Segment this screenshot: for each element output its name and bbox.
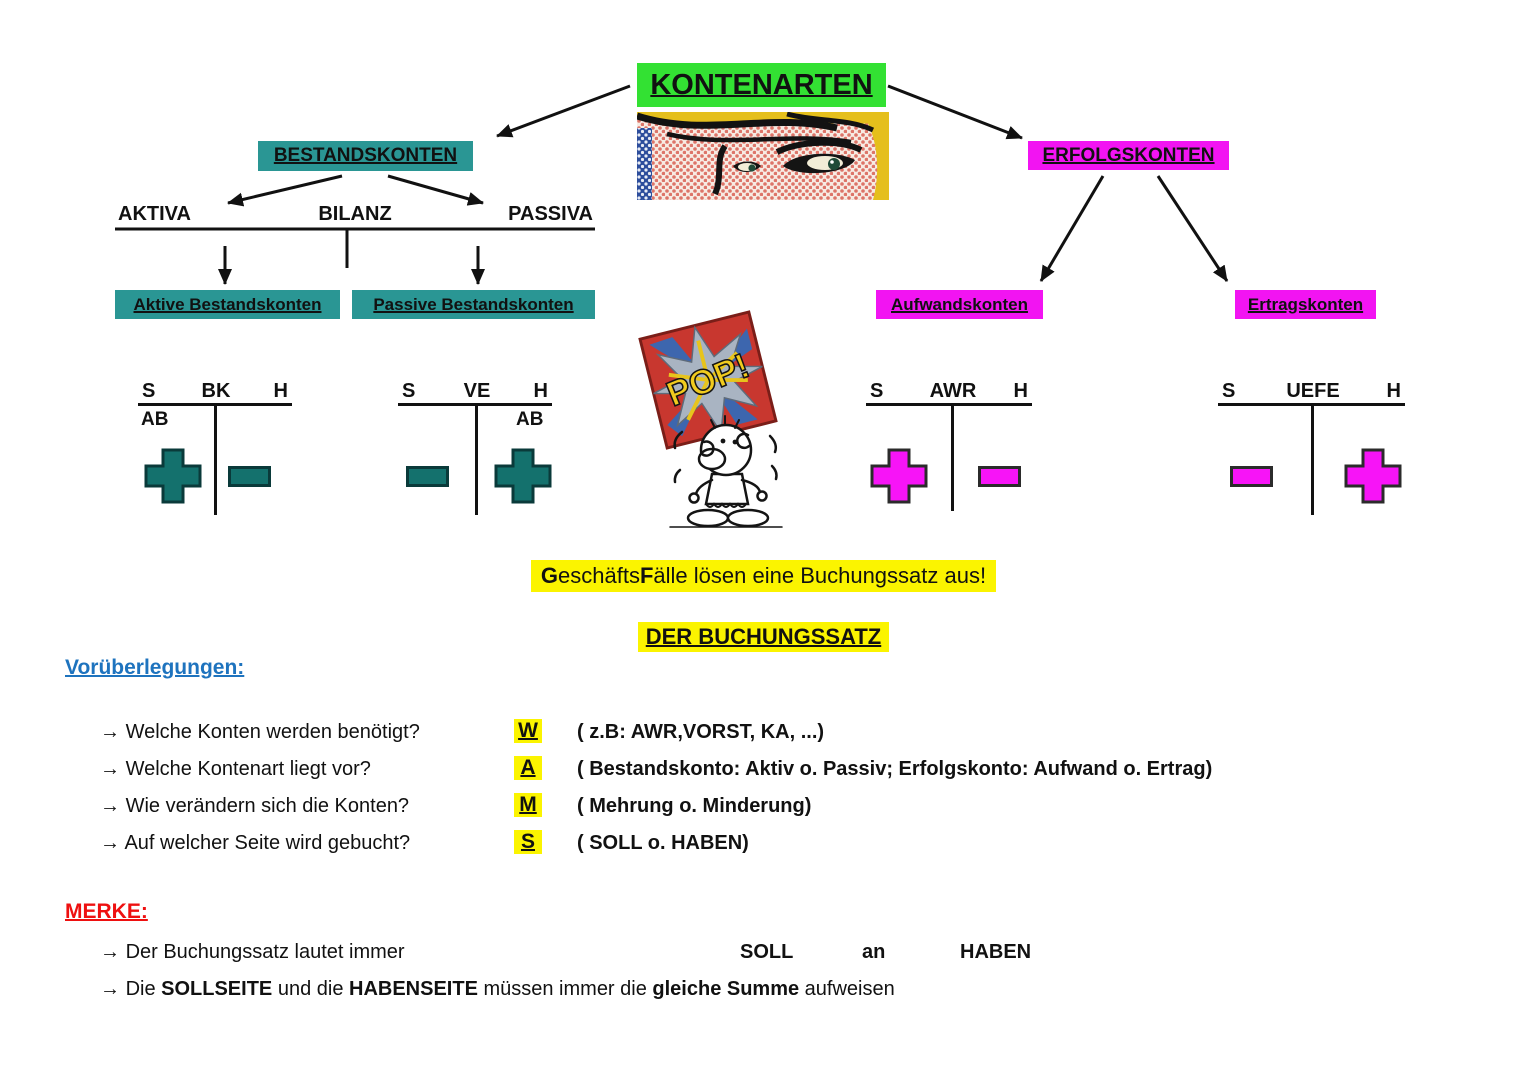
question-label: Welche Konten werden benötigt? bbox=[125, 721, 420, 743]
an-word: an bbox=[862, 941, 886, 963]
question-label: Wie verändern sich die Konten? bbox=[125, 795, 410, 817]
question-text: → Wie verändern sich die Konten? bbox=[100, 795, 409, 818]
t-line-vertical bbox=[214, 403, 217, 515]
arrow-bullet: → bbox=[100, 941, 120, 963]
haben-word: HABEN bbox=[960, 941, 1032, 963]
merke-part: aufweisen bbox=[799, 978, 895, 1000]
t-account-header: S VE H bbox=[398, 380, 552, 404]
question-text: → Welche Konten werden benötigt? bbox=[100, 721, 420, 744]
plus-sign-icon bbox=[1344, 448, 1402, 504]
vorueberlegung-item-2: → Welche Kontenart liegt vor? A ( Bestan… bbox=[0, 756, 1527, 786]
minus-sign-icon bbox=[978, 466, 1021, 487]
pop-burst-image: POP! bbox=[638, 310, 779, 451]
node-aufwandskonten: Aufwandskonten bbox=[876, 290, 1043, 319]
question-text: → Welche Kontenart liegt vor? bbox=[100, 758, 371, 781]
question-label: Welche Kontenart liegt vor? bbox=[125, 758, 371, 780]
haben-label: H bbox=[1386, 380, 1401, 402]
vorueberlegung-item-1: → Welche Konten werden benötigt? W ( z.B… bbox=[0, 719, 1527, 749]
connector-arrows bbox=[115, 84, 1229, 285]
hint-text: ( Mehrung o. Minderung) bbox=[577, 795, 812, 817]
t-account-header: S BK H bbox=[138, 380, 292, 404]
node-ertragskonten: Ertragskonten bbox=[1235, 290, 1376, 319]
t-line-horizontal bbox=[866, 403, 1032, 406]
vorueberlegung-item-4: → Auf welcher Seite wird gebucht? S ( SO… bbox=[0, 830, 1527, 860]
account-name: AWR bbox=[929, 380, 977, 402]
plus-sign-icon bbox=[870, 448, 928, 504]
soll-label: S bbox=[142, 380, 156, 402]
node-aktive-bestandskonten: Aktive Bestandskonten bbox=[115, 290, 340, 319]
label-aktiva: AKTIVA bbox=[118, 203, 191, 225]
t-line-vertical bbox=[951, 403, 954, 511]
mnemonic-letter-a: A bbox=[514, 756, 542, 780]
ab-label: AB bbox=[141, 409, 169, 430]
heading-merke: MERKE: bbox=[65, 900, 148, 923]
soll-label: S bbox=[870, 380, 884, 402]
hint-text: ( z.B: AWR,VORST, KA, ...) bbox=[577, 721, 825, 743]
t-account-uefe: S UEFE H bbox=[1218, 380, 1405, 520]
banner-part: älle lösen eine Buchungssatz aus! bbox=[653, 563, 987, 588]
merke-line1-label: Der Buchungssatz lautet immer bbox=[125, 941, 405, 963]
t-account-header: S UEFE H bbox=[1218, 380, 1405, 404]
haben-label: H bbox=[533, 380, 548, 402]
cartoon-character-image bbox=[669, 415, 783, 528]
haben-label: H bbox=[1013, 380, 1028, 402]
merke-part: Die bbox=[125, 978, 162, 1000]
merke-part: müssen immer die bbox=[477, 978, 653, 1000]
label-bilanz: BILANZ bbox=[318, 203, 392, 225]
arrow-bullet: → bbox=[100, 795, 120, 817]
merke-part: SOLLSEITE bbox=[161, 978, 273, 1000]
mnemonic-letter-w: W bbox=[514, 719, 542, 743]
merke-part: und die bbox=[272, 978, 349, 1000]
node-bestandskonten: BESTANDSKONTEN bbox=[258, 141, 473, 171]
arrow-bullet: → bbox=[100, 721, 120, 743]
haben-label: H bbox=[273, 380, 288, 402]
t-account-awr: S AWR H bbox=[866, 380, 1032, 520]
arrow-bullet: → bbox=[100, 978, 120, 1000]
t-account-ve: S VE H AB bbox=[398, 380, 552, 520]
arrow-bullet: → bbox=[100, 758, 120, 780]
question-text: → Auf welcher Seite wird gebucht? bbox=[100, 832, 410, 855]
heading-vorueberlegungen: Vorüberlegungen: bbox=[65, 656, 245, 679]
mnemonic-letter-m: M bbox=[514, 793, 542, 817]
ab-label: AB bbox=[516, 409, 544, 430]
soll-label: S bbox=[1222, 380, 1236, 402]
mnemonic-letter-s: S bbox=[514, 830, 542, 854]
t-line-vertical bbox=[475, 403, 478, 515]
title-kontenarten: KONTENARTEN bbox=[637, 63, 886, 107]
merke-part: HABENSEITE bbox=[349, 978, 478, 1000]
t-line-vertical bbox=[1311, 403, 1314, 515]
account-name: BK bbox=[201, 380, 231, 402]
arrow-bullet: → bbox=[100, 832, 120, 854]
banner-geschaeftsfaelle: GeschäftsFälle lösen eine Buchungssatz a… bbox=[0, 560, 1527, 592]
account-name: VE bbox=[463, 380, 491, 402]
minus-sign-icon bbox=[406, 466, 449, 487]
node-passive-bestandskonten: Passive Bestandskonten bbox=[352, 290, 595, 319]
question-label: Auf welcher Seite wird gebucht? bbox=[124, 832, 411, 854]
banner-part: G bbox=[540, 563, 559, 588]
soll-label: S bbox=[402, 380, 416, 402]
merke-line1-text: → Der Buchungssatz lautet immer bbox=[100, 941, 405, 964]
minus-sign-icon bbox=[228, 466, 271, 487]
account-name: UEFE bbox=[1286, 380, 1340, 402]
bilanz-row: AKTIVA BILANZ PASSIVA bbox=[115, 203, 595, 229]
label-passiva: PASSIVA bbox=[508, 203, 593, 225]
minus-sign-icon bbox=[1230, 466, 1273, 487]
plus-sign-icon bbox=[494, 448, 552, 504]
merke-line2-text: → Die SOLLSEITE und die HABENSEITE müsse… bbox=[100, 978, 895, 1001]
banner-part: eschäfts bbox=[558, 563, 640, 588]
pop-art-eyes-image bbox=[637, 112, 889, 200]
vorueberlegung-item-3: → Wie verändern sich die Konten? M ( Meh… bbox=[0, 793, 1527, 823]
t-account-header: S AWR H bbox=[866, 380, 1032, 404]
banner-part: F bbox=[639, 563, 654, 588]
soll-word: SOLL bbox=[740, 941, 794, 963]
t-account-bk: S BK H AB bbox=[138, 380, 292, 520]
node-erfolgskonten: ERFOLGSKONTEN bbox=[1028, 141, 1229, 170]
hint-text: ( Bestandskonto: Aktiv o. Passiv; Erfolg… bbox=[577, 758, 1213, 780]
hint-text: ( SOLL o. HABEN) bbox=[577, 832, 749, 854]
heading-der-buchungssatz: DER BUCHUNGSSATZ bbox=[0, 622, 1527, 652]
plus-sign-icon bbox=[144, 448, 202, 504]
merke-part: gleiche Summe bbox=[652, 978, 800, 1000]
